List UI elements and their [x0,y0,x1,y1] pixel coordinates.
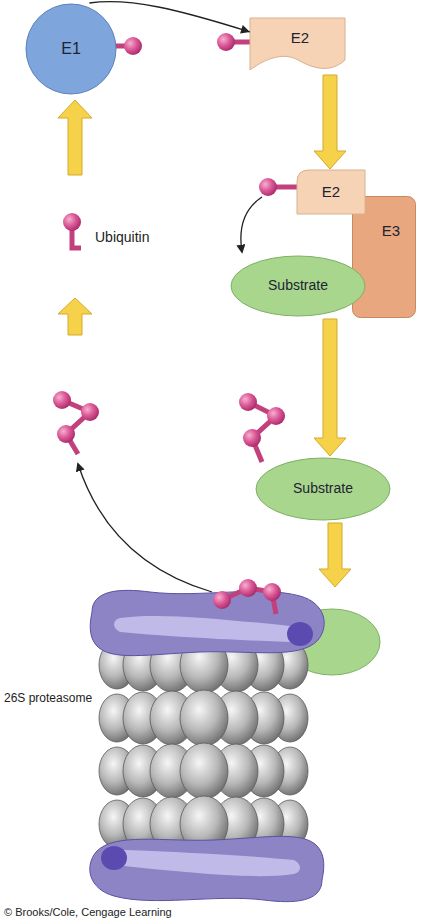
substrate-ellipse-shape [256,458,390,520]
free-ubiquitin-chain [53,391,71,409]
connector [89,2,250,34]
substrate-ellipse: Substrate [230,255,366,317]
ligase-box-shape [353,197,416,318]
enzyme-box-shape [297,170,365,214]
connector [314,75,346,169]
arrow-head [240,25,250,34]
ubiquitin-molecule [124,37,142,55]
proteasome-region: 26S proteasome [75,588,345,910]
connector [319,523,351,587]
enzyme-shape-shape [250,18,345,70]
ubiquitin-icon [72,230,81,248]
node-label: E3 [366,216,416,246]
node-label: E2 [297,170,365,214]
ubiquitin-chain [239,393,285,462]
proteasome-illustration [263,583,281,601]
step-arrow [314,319,346,456]
molecule-label: Ubiquitin [95,229,149,245]
node-label: E1 [25,3,117,95]
ubiquitin-molecule [259,178,277,196]
step-arrow [314,75,346,169]
ubiquitin-chain [239,393,257,411]
enzyme-shape: E2 [250,18,345,73]
free-ubiquitin-chain [81,403,99,421]
transfer-curve [89,2,250,32]
recycle-arrow [58,298,92,335]
enzyme-circle: E1 [25,3,117,95]
proteasome-illustration [239,579,257,597]
proteasome-illustration [99,690,308,746]
step-arrow [319,523,351,587]
connector [314,319,346,456]
substrate-ellipse-shape [231,256,365,316]
node-label: 26S proteasome [4,690,92,708]
ubiquitin-molecule [217,33,252,51]
proteasome-illustration [90,579,380,902]
ubiquitin-icon [63,213,81,231]
substrate-ellipse: Substrate [255,457,391,521]
free-ubiquitin-chain [53,391,99,454]
ubiquitin-molecule [274,185,298,190]
ubiquitin-molecule [217,33,235,51]
proteasome-illustration [90,836,324,901]
ubiquitin-icon [63,213,81,248]
recycle-arrow [58,100,92,175]
copyright-notice: © Brooks/Cole, Cengage Learning [4,906,172,918]
node-label: Substrate [230,255,366,317]
ubiquitin-chain [267,407,285,425]
proteasome-illustration [99,743,308,799]
recycle-curve-arrow [78,464,212,592]
node-label: Substrate [255,457,391,521]
free-ubiquitin-chain [57,425,75,443]
proteasome-illustration [213,591,231,609]
ubiquitin-molecule [259,178,298,196]
node-label: E2 [265,22,335,54]
transfer-arrow [241,197,262,252]
proteasome-illustration [90,590,324,655]
enzyme-circle-shape [26,4,116,94]
ubiquitin-chain [243,429,261,447]
enzyme-box: E2 [297,170,365,214]
ubiquitin-molecule [116,37,142,55]
